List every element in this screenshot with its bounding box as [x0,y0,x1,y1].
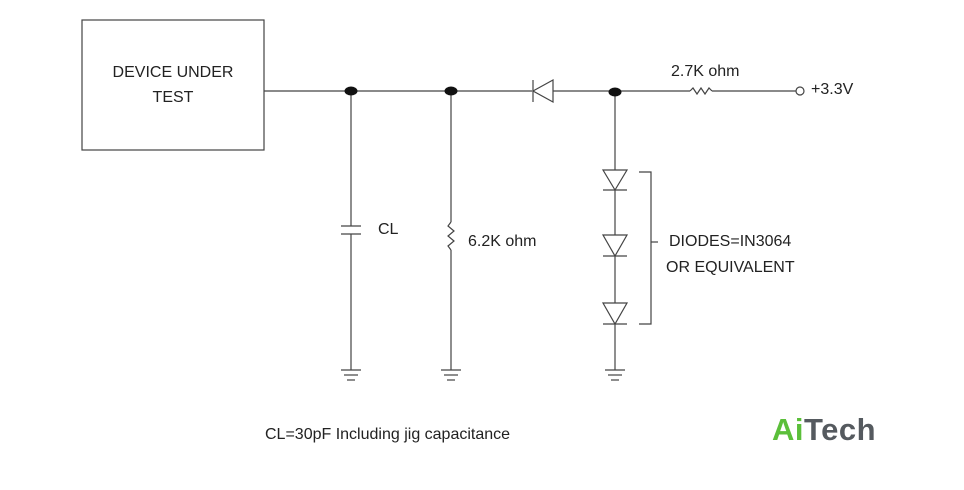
ground-symbol-cap [341,369,361,381]
aitech-logo: AiTech [772,414,876,445]
stack-diode-1 [601,169,629,192]
dut-label-line2: TEST [152,89,194,106]
ground-symbol-resistor [441,369,461,381]
junction-node-diodes [608,87,622,97]
stack-diode-2 [601,234,629,258]
junction-node-resistor [444,86,458,96]
pullup-resistor-symbol [689,86,713,96]
junction-node-cap [344,86,358,96]
supply-terminal [795,86,805,96]
capacitor-label: CL [378,221,399,238]
dut-box [81,19,265,151]
diodes-label-line1: DIODES=IN3064 [669,233,792,250]
supply-label: +3.3V [811,81,854,98]
diodes-label-line2: OR EQUIVALENT [666,259,795,276]
footnote: CL=30pF Including jig capacitance [265,426,511,443]
series-diode-symbol [531,78,554,104]
capacitor-branch [341,91,361,370]
dut-label-line1: DEVICE UNDER [112,64,234,81]
logo-part-ai: Ai [772,412,804,447]
stack-diode-3 [601,302,629,326]
ground-symbol-diodes [605,369,625,381]
load-resistor-label: 6.2K ohm [468,233,537,250]
load-resistor-branch [447,91,455,370]
diode-stack-branch [601,91,629,370]
diode-bracket [639,171,652,325]
logo-part-tech: Tech [804,412,877,447]
pullup-resistor-label: 2.7K ohm [671,63,740,80]
